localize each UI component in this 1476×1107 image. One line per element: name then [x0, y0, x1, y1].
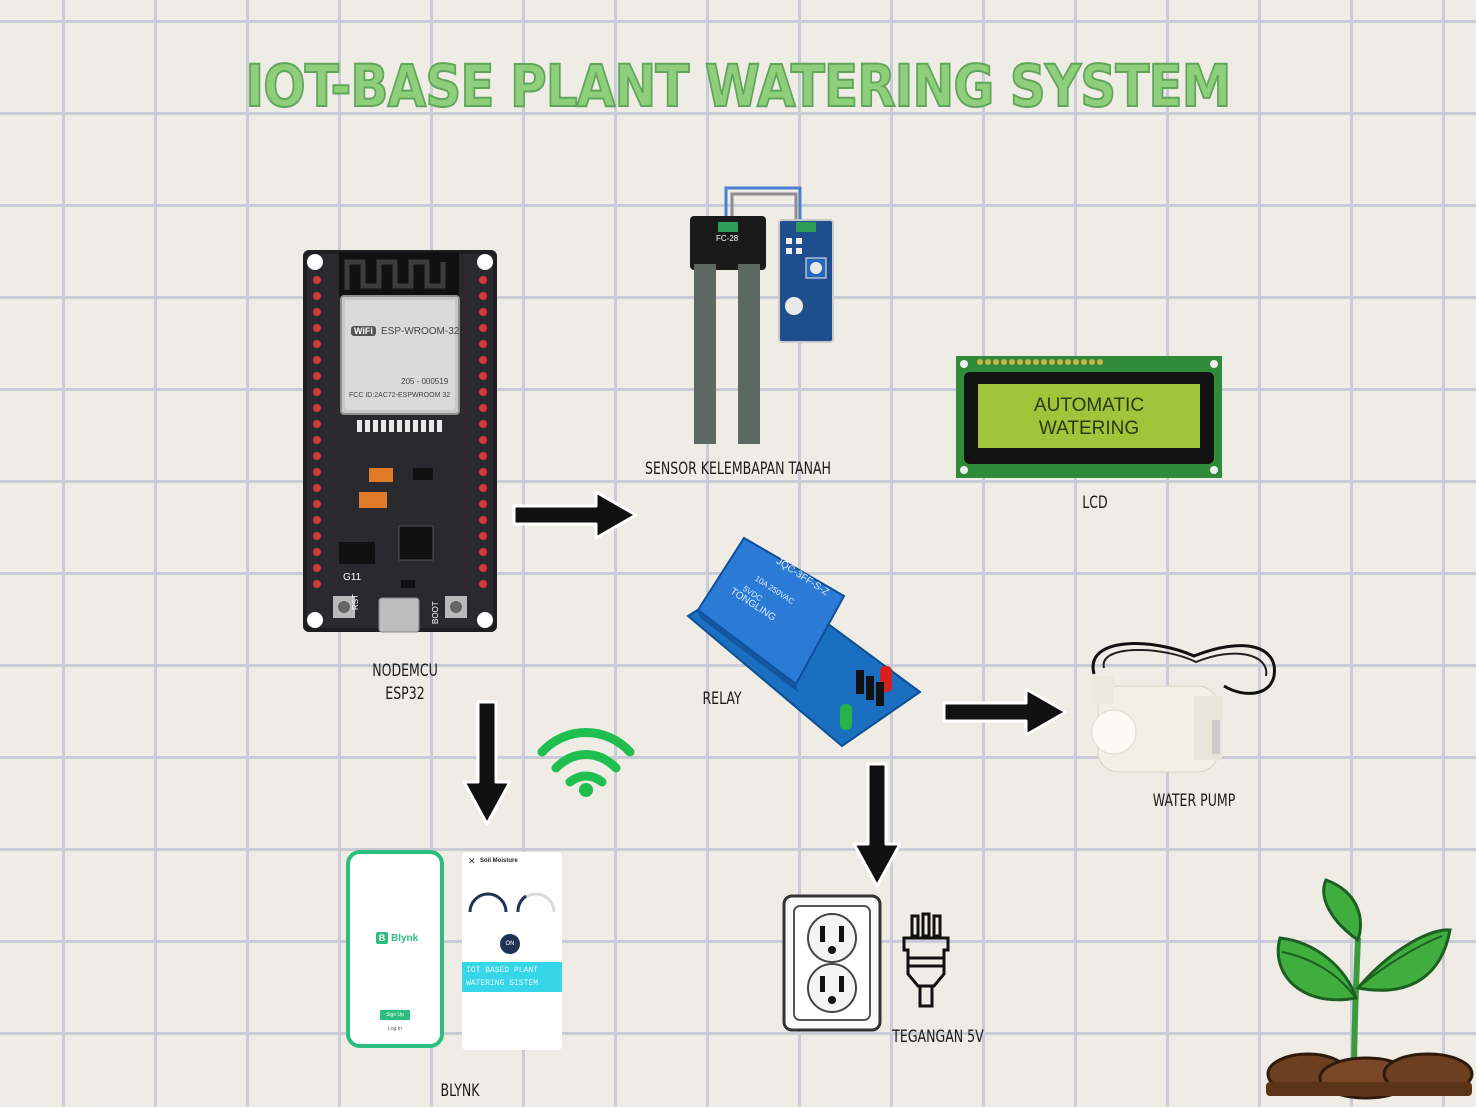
wifi-icon [537, 728, 635, 797]
blynk-dashboard-title: Soil Moisture [480, 858, 518, 864]
esp32-boot-label: BOOT [431, 601, 440, 624]
blynk-label: BLYNK [440, 1081, 480, 1101]
blynk-phone: B Blynk Sign Up Log In [346, 850, 444, 1048]
blynk-gauges [468, 892, 556, 913]
esp32-fcc-text: FCC ID:2AC72-ESPWROOM 32 [349, 392, 451, 399]
water-pump [1074, 636, 1284, 784]
lcd-line1: AUTOMATIC [1033, 395, 1145, 416]
diagram-title: IOT-BASE PLANT WATERING SYSTEM [245, 51, 1233, 121]
esp32-board: WiFi ESP-WROOM-32 205 - 000519 FCC ID:2A… [303, 250, 497, 633]
esp32-wifi-logo: WiFi [351, 326, 376, 336]
power-label: TEGANGAN 5V [892, 1027, 984, 1047]
lcd-line2: WATERING [1038, 418, 1140, 439]
esp32-g11-label: G11 [343, 572, 362, 583]
blynk-brand-text: Blynk [391, 932, 419, 944]
arrow-relay-to-power [852, 762, 902, 888]
esp32-chip-text: ESP-WROOM-32 [381, 326, 460, 337]
blynk-logo: B Blynk [376, 932, 418, 944]
blynk-dashboard-close-icon[interactable]: ✕ [468, 856, 476, 866]
esp32-label: NODEMCU ESP32 [366, 660, 443, 706]
soil-sensor-label: SENSOR KELEMBAPAN TANAH [644, 459, 831, 479]
blynk-dashboard: ✕ Soil Moisture ON IOT BASED PLANT WATER… [462, 852, 562, 1050]
esp32-label-line1: NODEMCU [372, 661, 438, 681]
blynk-logo-icon: B [376, 932, 388, 944]
power-plug-icon [902, 912, 950, 1008]
blynk-login-link[interactable]: Log In [388, 1026, 402, 1032]
pump-label: WATER PUMP [1152, 791, 1236, 811]
blynk-signup-button[interactable]: Sign Up [380, 1010, 410, 1020]
lcd-label: LCD [1082, 493, 1108, 513]
soil-moisture-sensor: FC-28 [688, 184, 840, 446]
relay-module: TONGLING JQC-3FF-S-Z 10A 250VAC 5VDC [684, 536, 924, 748]
lcd-module: AUTOMATIC WATERING [956, 356, 1222, 478]
arrow-relay-to-pump [942, 687, 1068, 737]
blynk-pump-button[interactable]: ON [500, 934, 520, 954]
arrow-esp32-to-blynk [462, 700, 512, 826]
plant-illustration [1266, 878, 1474, 1100]
soil-sensor-model: FC-28 [716, 234, 739, 243]
blynk-display-widget: IOT BASED PLANT WATERING SISTEM [462, 962, 562, 992]
power-outlet [782, 894, 882, 1032]
lcd-display-text: AUTOMATIC WATERING [978, 394, 1200, 440]
arrow-esp32-to-sensor [512, 490, 638, 540]
esp32-cert-id: 205 - 000519 [401, 377, 449, 386]
relay-label: RELAY [702, 689, 742, 709]
esp32-rst-label: RST [351, 594, 360, 610]
esp32-label-line2: ESP32 [385, 684, 425, 704]
